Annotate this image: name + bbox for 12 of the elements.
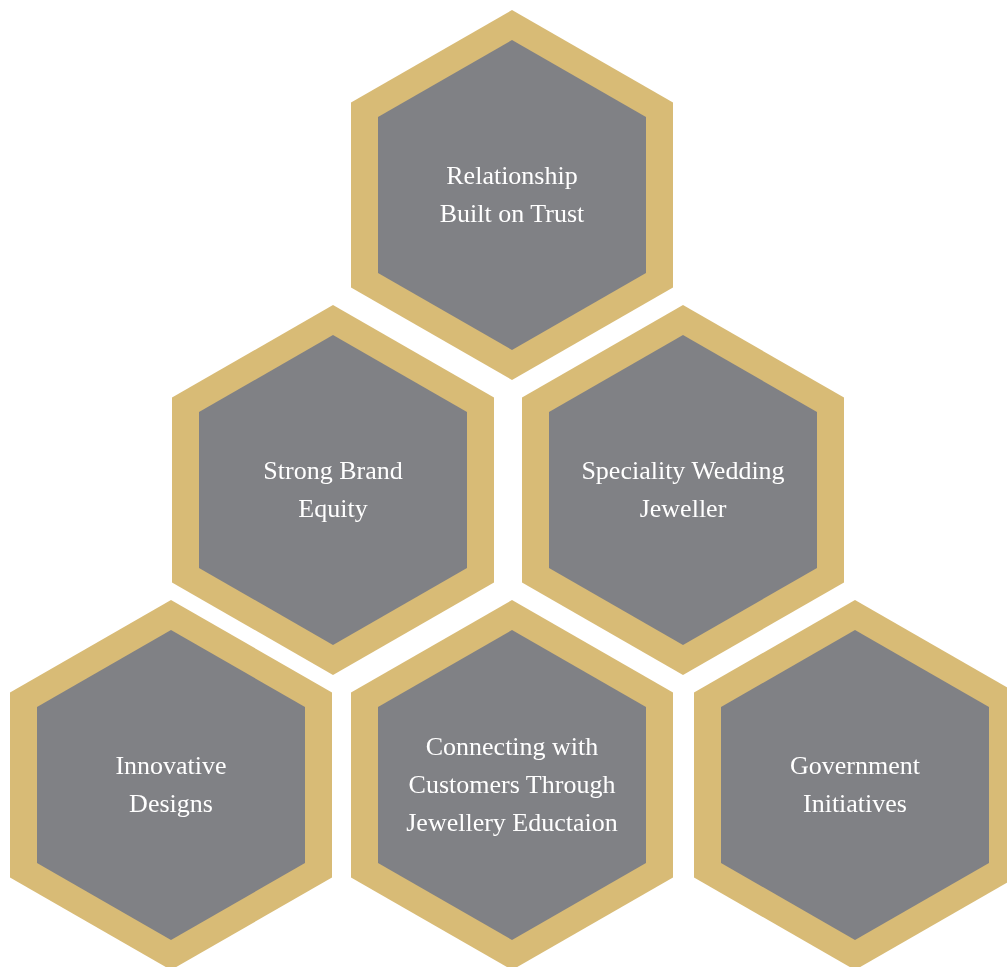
tile-label: Government Initiatives [789,750,921,820]
tile-label: Speciality Wedding Jeweller [580,455,786,525]
hexagon-tile [351,600,673,967]
hexagon-tile [351,10,673,380]
hexagon-tile [694,600,1007,967]
tile-label: Strong Brand Equity [262,455,404,525]
hexagon-tile [10,600,332,967]
tile-label: Innovative Designs [114,750,228,820]
tile-label: Relationship Built on Trust [438,160,586,230]
hexagon-tile [172,305,494,675]
tile-label: Connecting with Customers Through Jewellery Eductaion [405,731,619,839]
hexagon-tile [522,305,844,675]
